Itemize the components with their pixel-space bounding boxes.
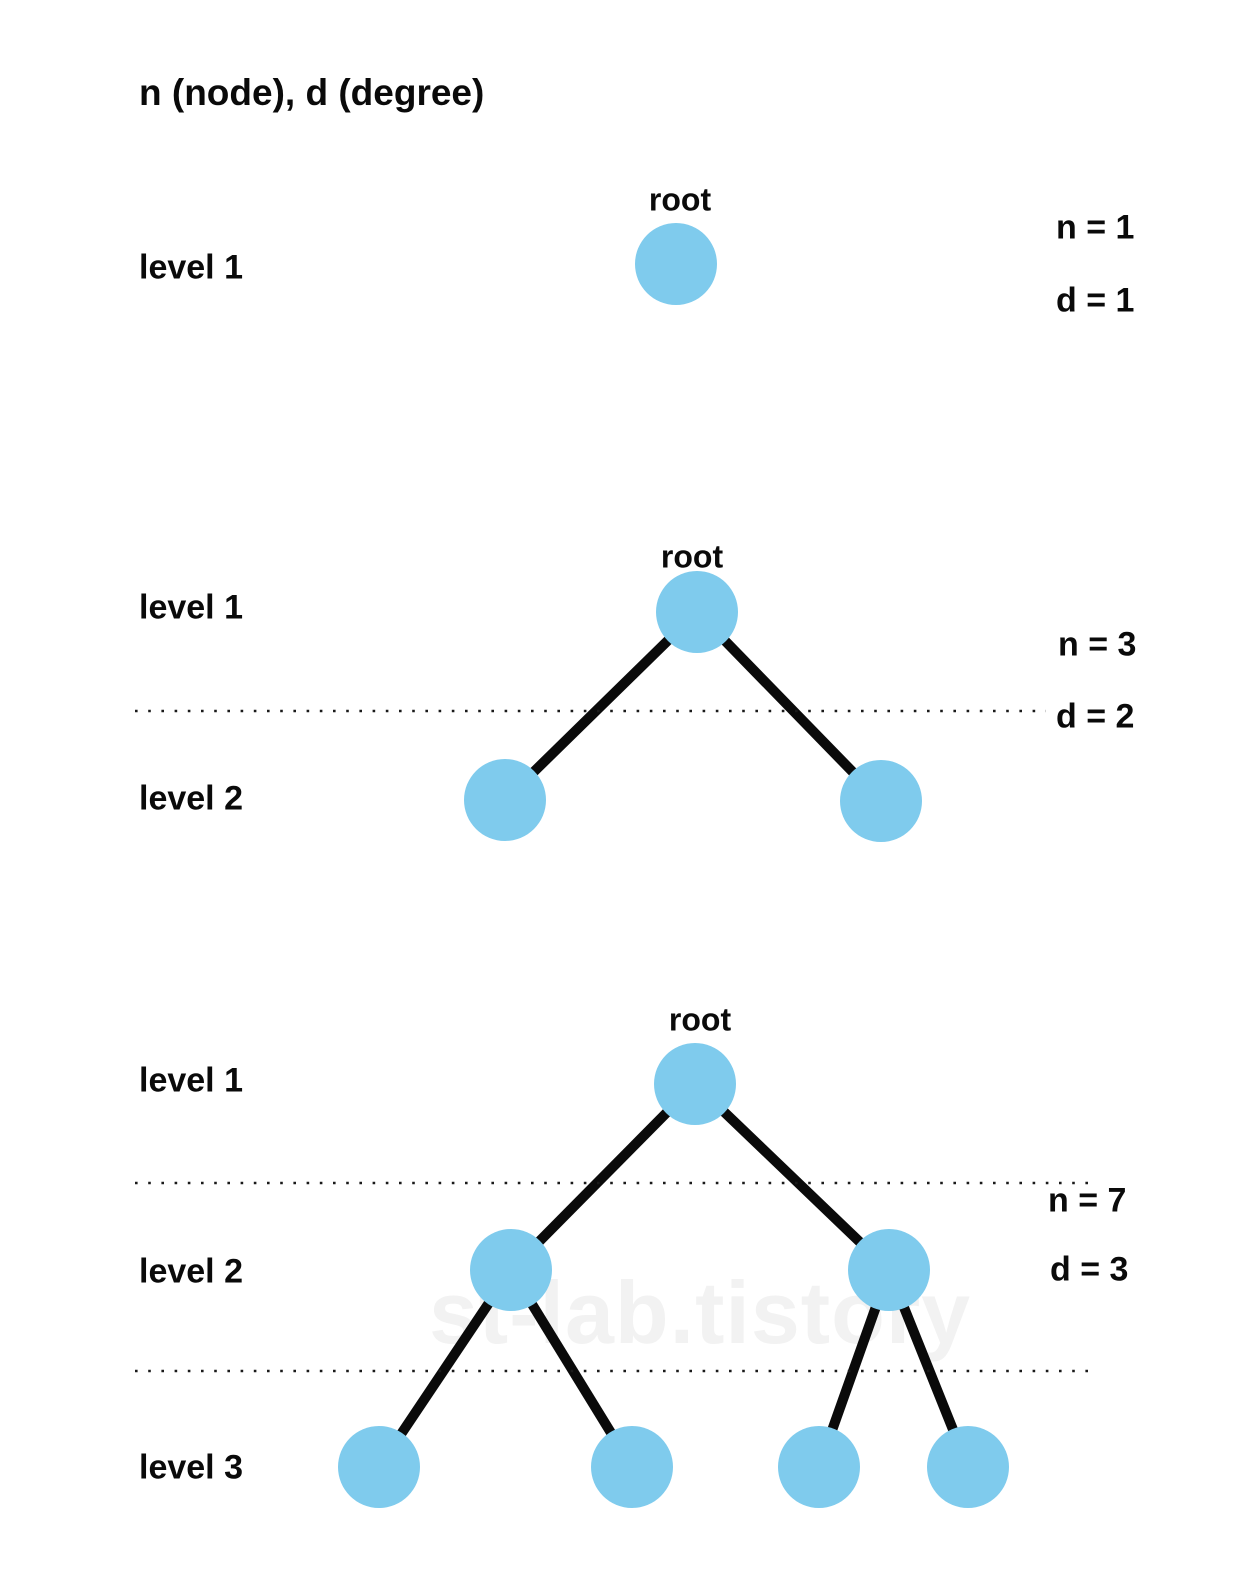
- tree3-level2-node: [848, 1229, 930, 1311]
- tree3-level3-label: level 3: [139, 1448, 243, 1487]
- tree1-root-label: root: [648, 181, 712, 218]
- tree3-level3-node: [778, 1426, 860, 1508]
- tree3-root-label: root: [668, 1001, 732, 1038]
- tree2-root-node: [656, 571, 738, 653]
- tree3-level3-node: [338, 1426, 420, 1508]
- tree3-level1-label: level 1: [139, 1061, 243, 1100]
- diagram-title: n (node), d (degree): [139, 72, 485, 113]
- tree2-node-count-label: n = 3: [1058, 625, 1137, 664]
- tree3-root-node: [654, 1043, 736, 1125]
- tree-edge: [691, 1080, 893, 1274]
- tree3-level3-node: [927, 1426, 1009, 1508]
- tree2-level2-label: level 2: [139, 779, 243, 818]
- tree2-level1-label: level 1: [139, 588, 243, 627]
- tree2-root-label: root: [660, 538, 724, 575]
- tree3-level2-node: [470, 1229, 552, 1311]
- tree1-degree-label: d = 1: [1056, 281, 1135, 320]
- tree2-degree-label: d = 2: [1056, 697, 1135, 736]
- tree-edge: [501, 608, 701, 804]
- tree3-node-count-label: n = 7: [1048, 1181, 1127, 1220]
- tree3-degree-label: d = 3: [1050, 1250, 1129, 1289]
- tree1-root-node: [635, 223, 717, 305]
- tree2-level2-node: [840, 760, 922, 842]
- tree3-level3-node: [591, 1426, 673, 1508]
- tree-edge: [693, 608, 885, 805]
- tree3-level2-label: level 2: [139, 1252, 243, 1291]
- tree1-level1-label: level 1: [139, 248, 243, 287]
- tree-edge: [507, 1080, 699, 1274]
- tree2-level2-node: [464, 759, 546, 841]
- tree1-node-count-label: n = 1: [1056, 208, 1135, 247]
